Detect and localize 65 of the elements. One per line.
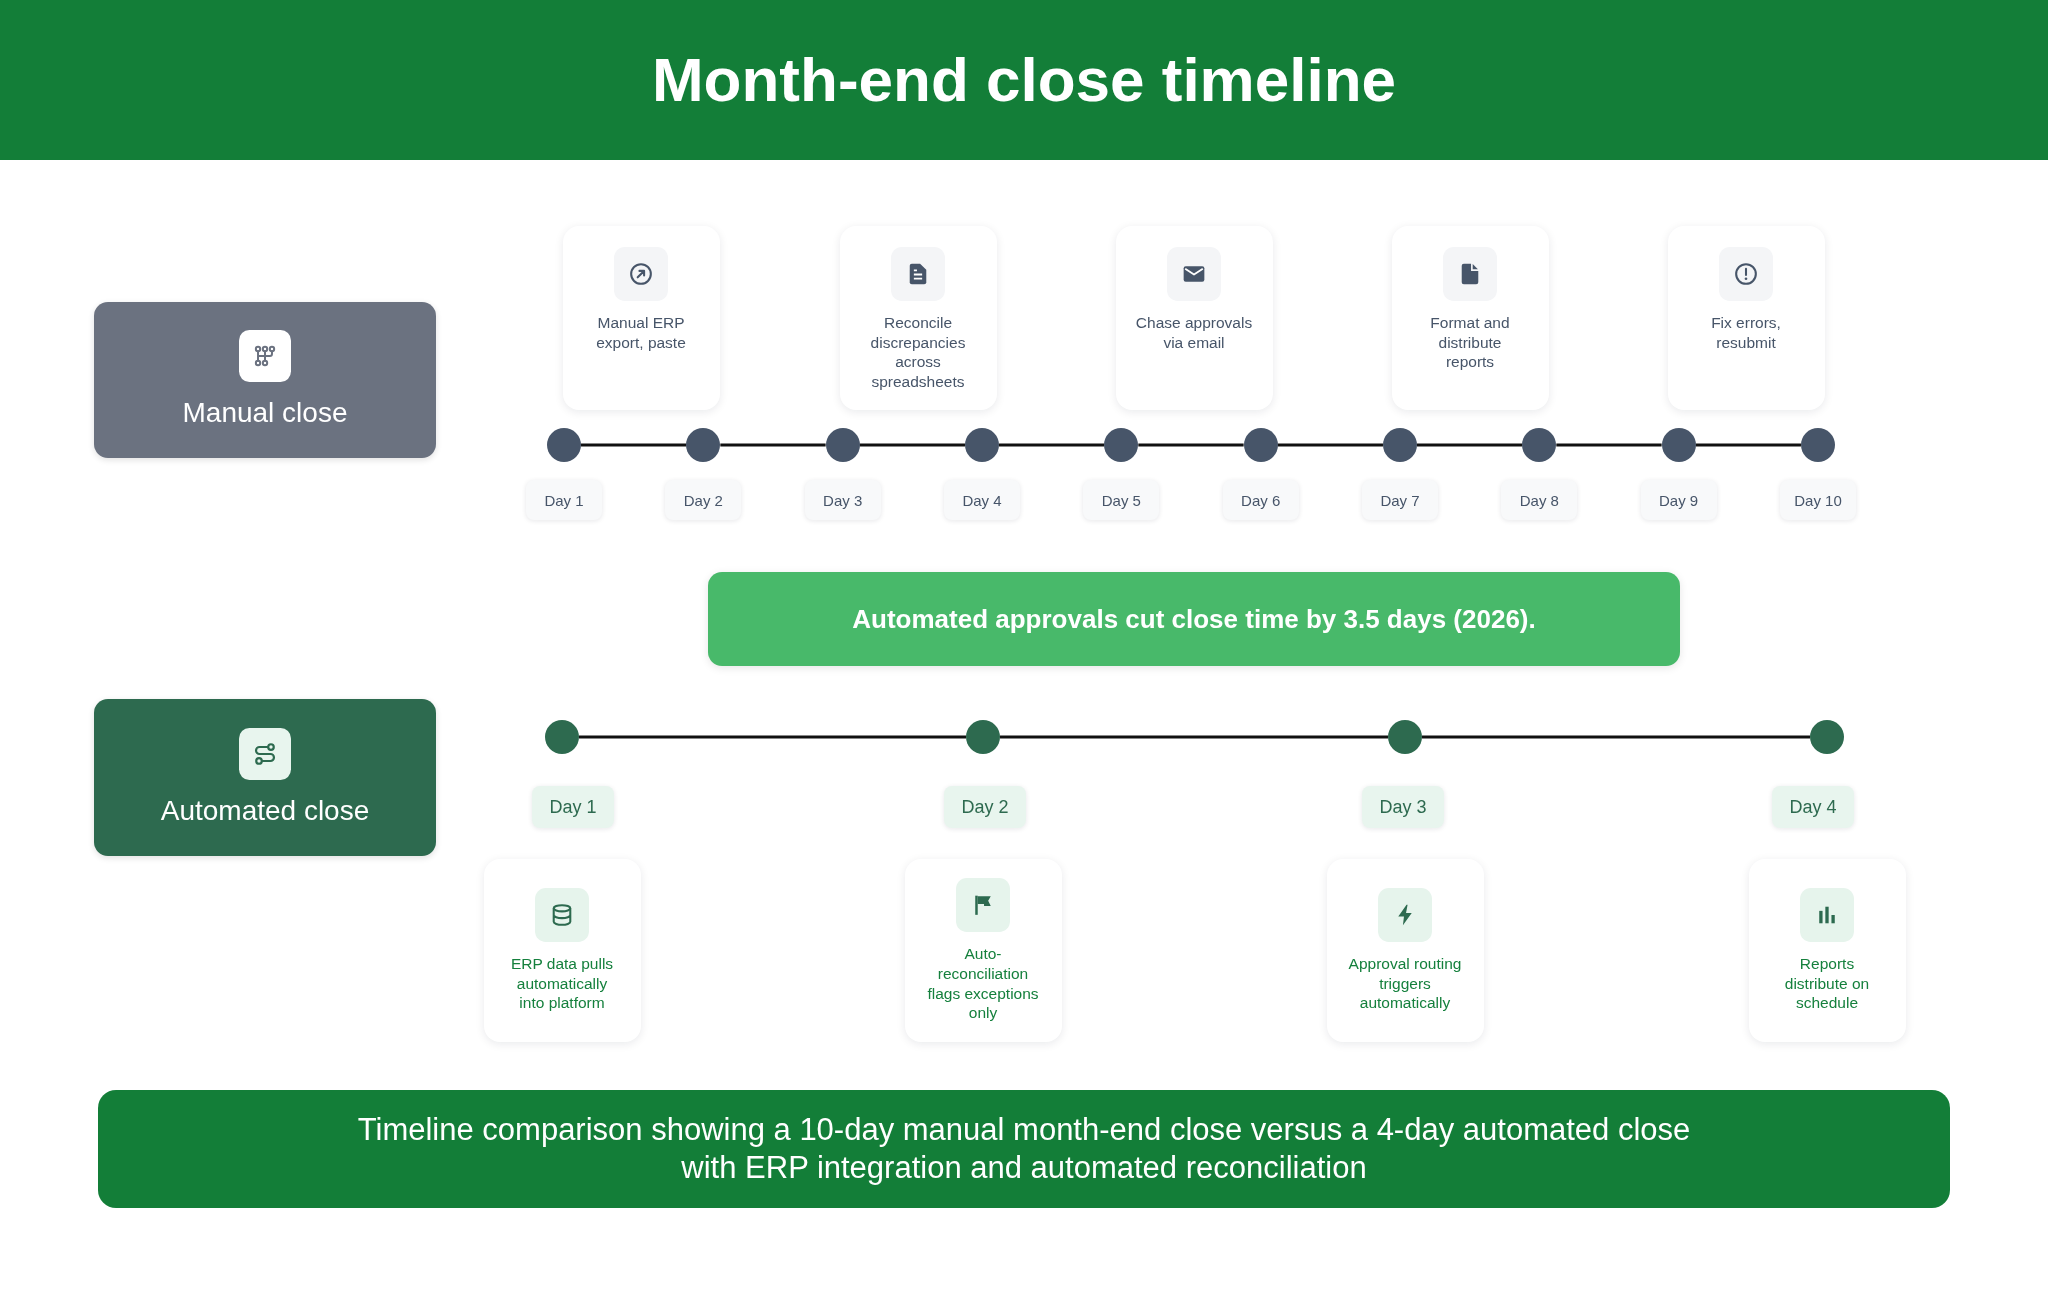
caption: Timeline comparison showing a 10-day manual month-end close versus a 4-day automated close with ERP integration and automated reconciliation [356, 1111, 1692, 1187]
timeline-dot [1661, 428, 1696, 462]
timeline-dot [545, 720, 579, 754]
lane-title: Automated close [160, 793, 370, 828]
timeline-line [581, 443, 687, 447]
timeline-dot [1522, 428, 1557, 462]
lane-title: Manual close [182, 396, 348, 430]
timeline-line [859, 443, 965, 447]
step-text: Reconcile discrepancies across spreadsheets [869, 313, 967, 392]
timeline-line [1138, 443, 1244, 447]
step-text: Chase approvals via email [1134, 313, 1254, 353]
timeline-line [1695, 443, 1801, 447]
step-card [1667, 226, 1825, 410]
title: Month-end close timeline [651, 44, 1397, 116]
timeline-dot [547, 428, 581, 462]
step-text: Fix errors, resubmit [1710, 313, 1782, 353]
timeline-line [1556, 443, 1662, 447]
day-chip: Day 9 [1640, 480, 1717, 520]
day-chip: Day 1 [526, 480, 602, 520]
timeline-line [1000, 735, 1388, 739]
timeline-line [720, 443, 826, 447]
day-chip: Day 1 [532, 786, 614, 828]
step-card [1748, 859, 1906, 1042]
timeline-line [1277, 443, 1383, 447]
step-text: Reports distribute on schedule [1783, 954, 1871, 1013]
timeline-dot [965, 428, 999, 462]
timeline-line [1422, 735, 1810, 739]
timeline-dot [1388, 720, 1422, 754]
timeline-dot [1104, 428, 1139, 462]
timeline-dot [1243, 428, 1278, 462]
lane-panel [94, 302, 436, 458]
timeline-dot [966, 720, 1000, 754]
day-chip: Day 4 [1772, 786, 1854, 828]
step-card [483, 859, 641, 1042]
timeline-line [1417, 443, 1523, 447]
day-chip: Day 2 [944, 786, 1026, 828]
step-card [1115, 226, 1273, 410]
day-chip: Day 7 [1361, 480, 1438, 520]
timeline-dot [686, 428, 721, 462]
timeline-dot [1810, 720, 1844, 754]
step-text: Auto-reconciliation flags exceptions only [926, 944, 1040, 1023]
step-card [1326, 859, 1484, 1042]
timeline-dot [1800, 428, 1835, 462]
stat-banner: Automated approvals cut close time by 3.5 days (2026). [708, 572, 1680, 666]
lane-panel [94, 699, 436, 856]
timeline-dot [1382, 428, 1417, 462]
step-text: Manual ERP export, paste [595, 313, 687, 353]
day-chip: Day 8 [1501, 480, 1578, 520]
day-chip: Day 3 [804, 480, 881, 520]
step-card [904, 859, 1062, 1042]
day-chip: Day 4 [944, 480, 1020, 520]
step-text: Approval routing triggers automatically [1347, 954, 1463, 1013]
day-chip: Day 6 [1222, 480, 1299, 520]
timeline-line [999, 443, 1105, 447]
day-chip: Day 5 [1083, 480, 1160, 520]
step-card [1391, 226, 1549, 410]
step-text: ERP data pulls automatically into platform [509, 954, 615, 1013]
step-card [839, 226, 997, 410]
step-card [562, 226, 720, 410]
timeline-line [579, 735, 966, 739]
timeline-dot [825, 428, 860, 462]
step-text: Format and distribute reports [1429, 313, 1511, 372]
day-chip: Day 2 [665, 480, 742, 520]
day-chip: Day 10 [1779, 480, 1856, 520]
day-chip: Day 3 [1362, 786, 1444, 828]
